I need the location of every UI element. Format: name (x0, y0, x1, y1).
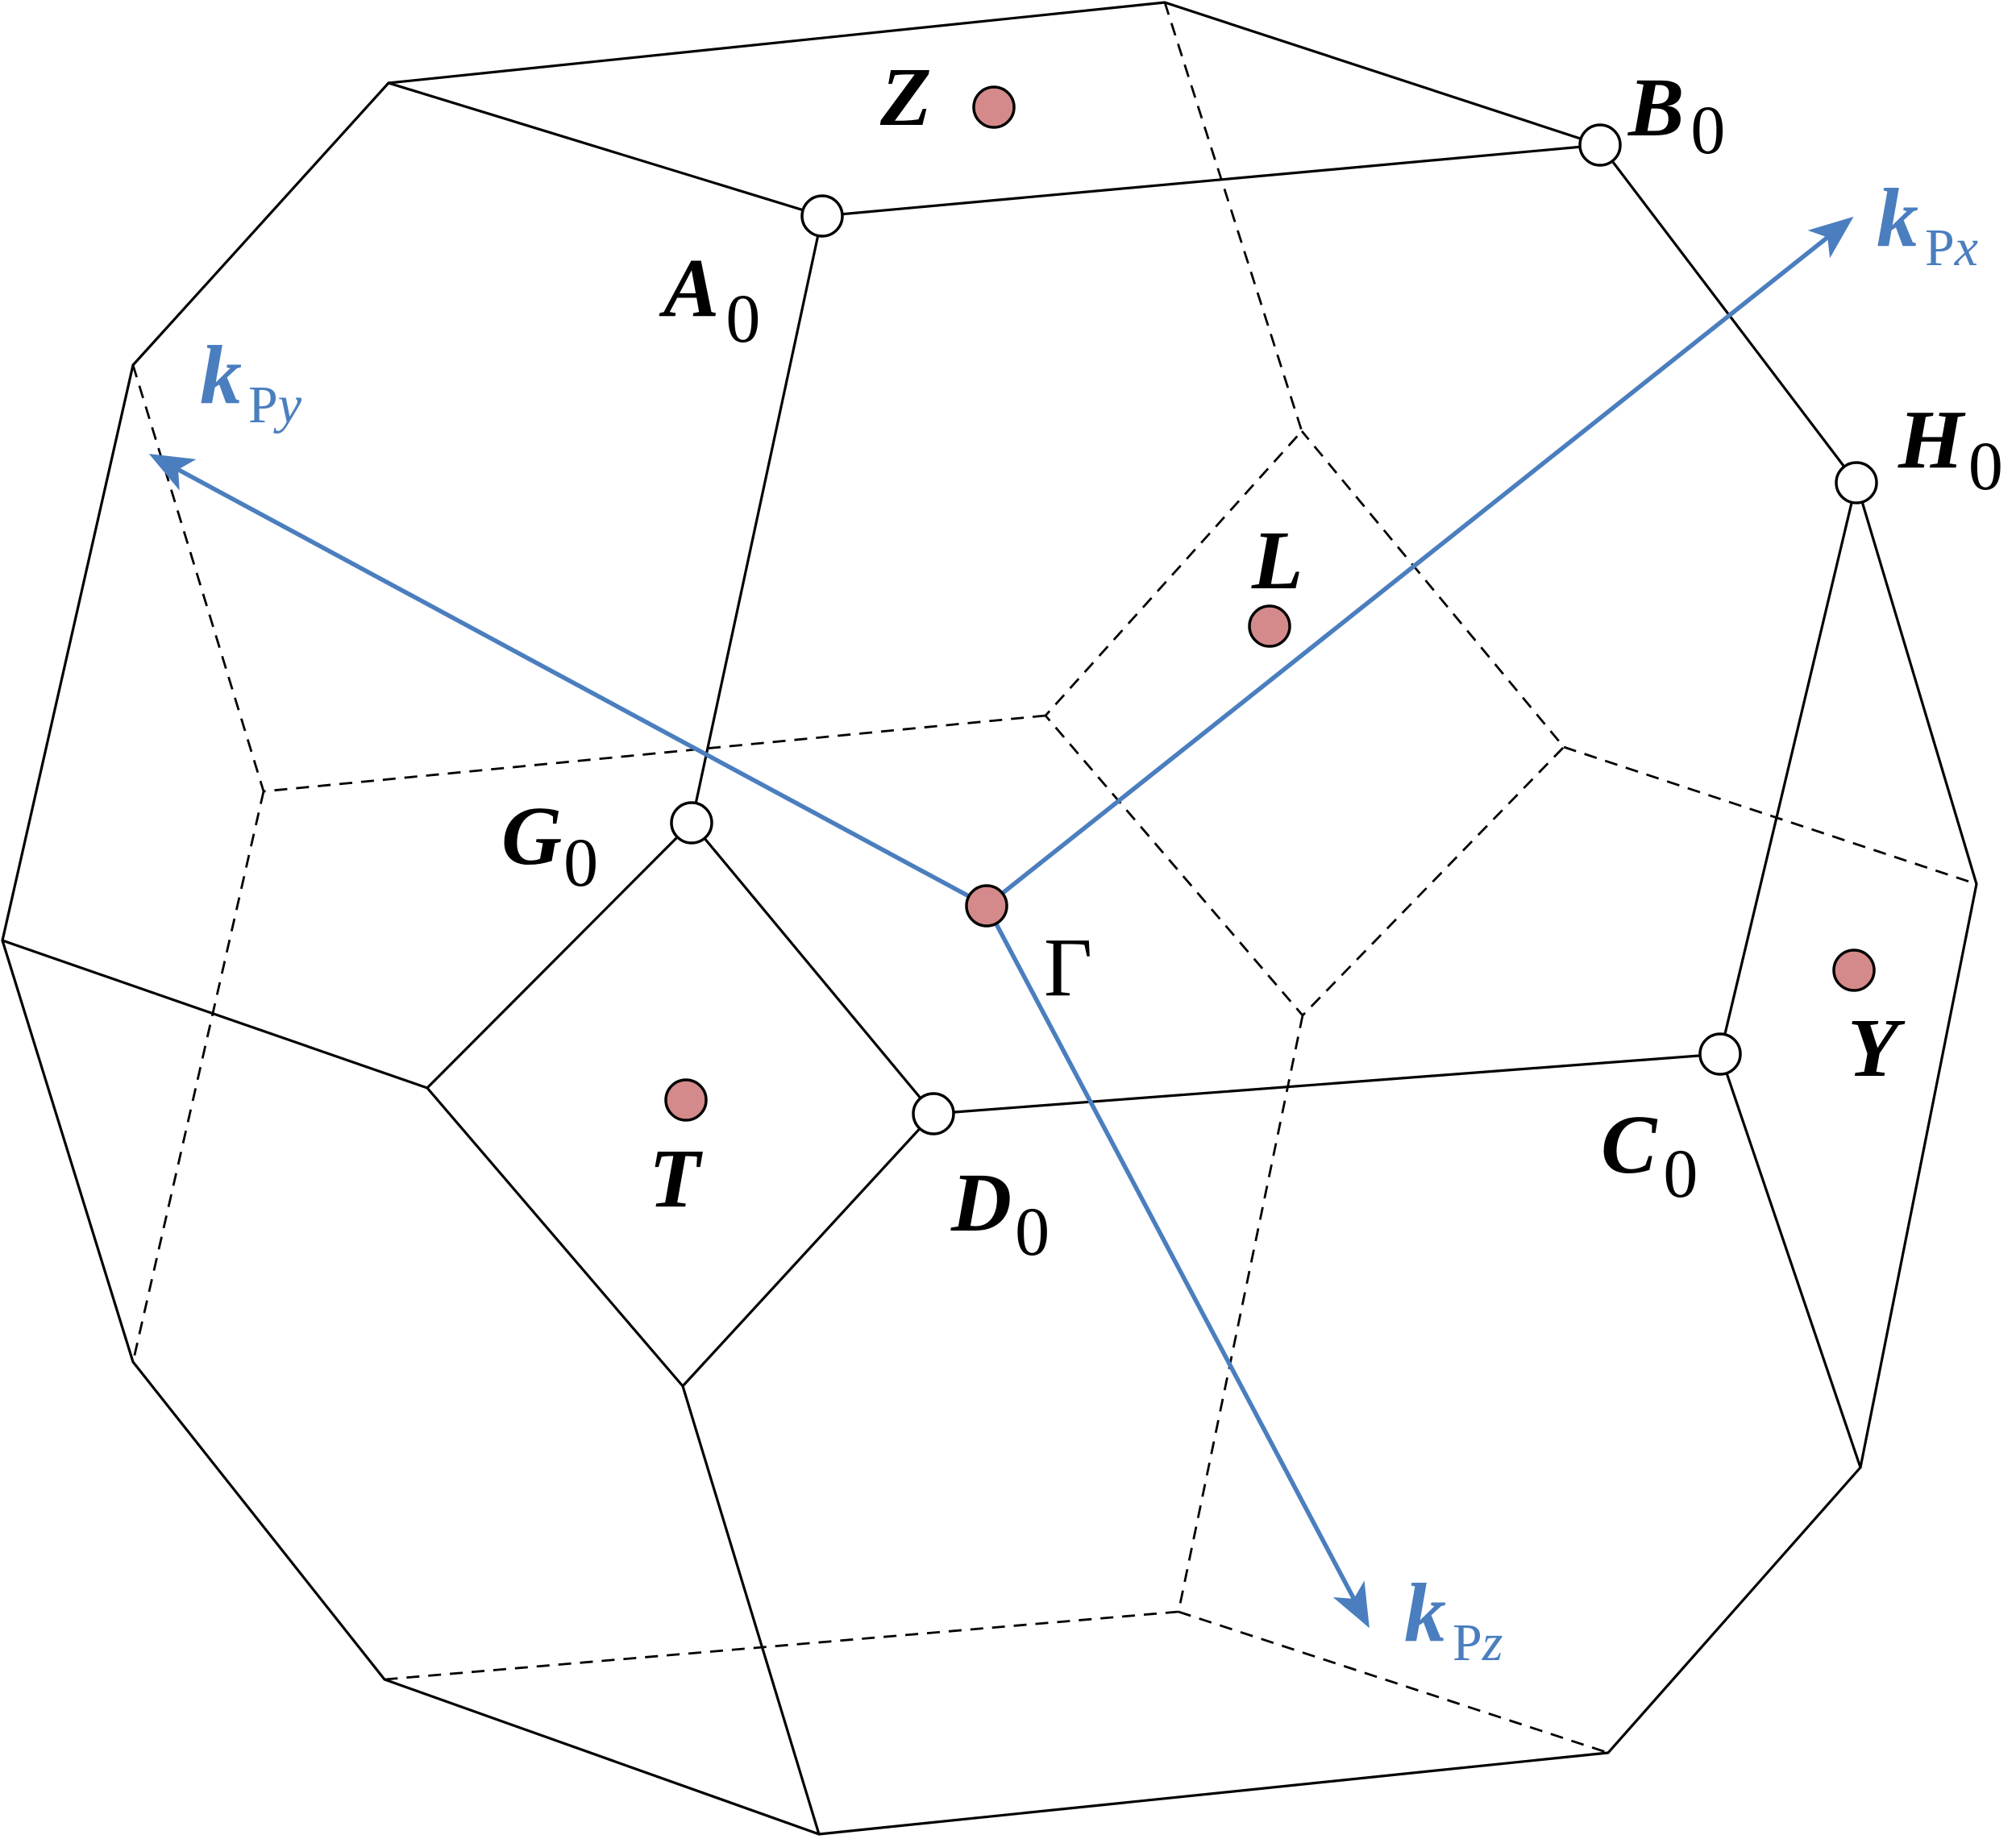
hidden-edge-upper-right (1044, 2, 1565, 1018)
label-a0: A0 (659, 242, 760, 357)
d0-c0-edge (932, 1052, 1722, 1115)
ky-axis-arrow (148, 454, 988, 908)
hidden-edge-lower (384, 1015, 1304, 1681)
point-labels: Z B0 A0 H0 L G0 Γ Y T D0 C0 (501, 51, 2003, 1270)
label-b0-main: B (1627, 61, 1684, 154)
label-a0-sub: 0 (725, 280, 760, 357)
label-h0: H0 (1898, 393, 2003, 504)
point-z (972, 85, 1016, 129)
label-gamma: Γ (1044, 921, 1092, 1014)
label-h0-sub: 0 (1968, 427, 2003, 504)
label-kpx-main: k (1877, 172, 1918, 264)
vertex-points (670, 123, 1878, 1135)
hidden-edge-right (1563, 745, 1977, 886)
label-y-main: Y (1848, 1002, 1906, 1094)
label-b0: B0 (1627, 61, 1725, 168)
reciprocal-axes (148, 216, 1854, 1629)
point-a0 (800, 194, 844, 238)
hidden-edge-left (131, 791, 265, 1363)
label-kpy-main: k (200, 329, 242, 421)
high-symmetry-points (664, 85, 1876, 1122)
point-y (1832, 949, 1876, 992)
a0-g0-edge (690, 214, 824, 824)
label-kpx-sub-x: x (1954, 218, 1978, 277)
label-z-main: Z (879, 51, 932, 143)
label-c0-main: C (1601, 1098, 1658, 1191)
point-t (664, 1078, 708, 1122)
label-kpx-sub-p: P (1925, 218, 1955, 277)
bottom-diag-edge (681, 1384, 821, 1836)
kx-axis-arrow (985, 216, 1854, 908)
label-a0-main: A (659, 242, 719, 334)
label-gamma-main: Γ (1044, 921, 1092, 1014)
label-kpy-sub-y: y (273, 376, 302, 434)
label-z: Z (879, 51, 932, 143)
label-y: Y (1848, 1002, 1906, 1094)
label-kpy-sub-p: P (248, 376, 278, 434)
label-c0-sub: 0 (1663, 1135, 1698, 1212)
label-h0-main: H (1898, 393, 1966, 486)
label-b0-sub: 0 (1690, 91, 1725, 168)
label-g0-sub: 0 (563, 824, 598, 901)
label-kpz-sub-p: P (1453, 1613, 1482, 1672)
point-b0 (1578, 123, 1622, 167)
point-g0 (670, 801, 713, 845)
label-kpz-main: k (1404, 1567, 1446, 1659)
label-c0: C0 (1601, 1098, 1698, 1212)
left-side-edge (1, 939, 429, 1090)
label-d0-main: D (950, 1156, 1012, 1249)
point-c0 (1698, 1032, 1742, 1076)
label-t: T (649, 1132, 703, 1225)
label-l: L (1251, 514, 1303, 607)
point-h0 (1835, 461, 1878, 504)
kz-axis-arrow (984, 904, 1370, 1629)
label-t-main: T (649, 1132, 703, 1225)
label-g0: G0 (501, 790, 598, 901)
label-g0-main: G (501, 790, 562, 882)
point-l (1248, 604, 1291, 648)
label-kpz-sub-z: z (1482, 1613, 1503, 1672)
point-gamma (965, 884, 1008, 928)
label-d0: D0 (950, 1156, 1050, 1270)
hidden-edge-bottom-right (1178, 1610, 1609, 1754)
label-l-main: L (1251, 514, 1303, 607)
hidden-edges (131, 2, 1977, 1754)
point-d0 (912, 1092, 955, 1135)
label-d0-sub: 0 (1015, 1193, 1050, 1270)
